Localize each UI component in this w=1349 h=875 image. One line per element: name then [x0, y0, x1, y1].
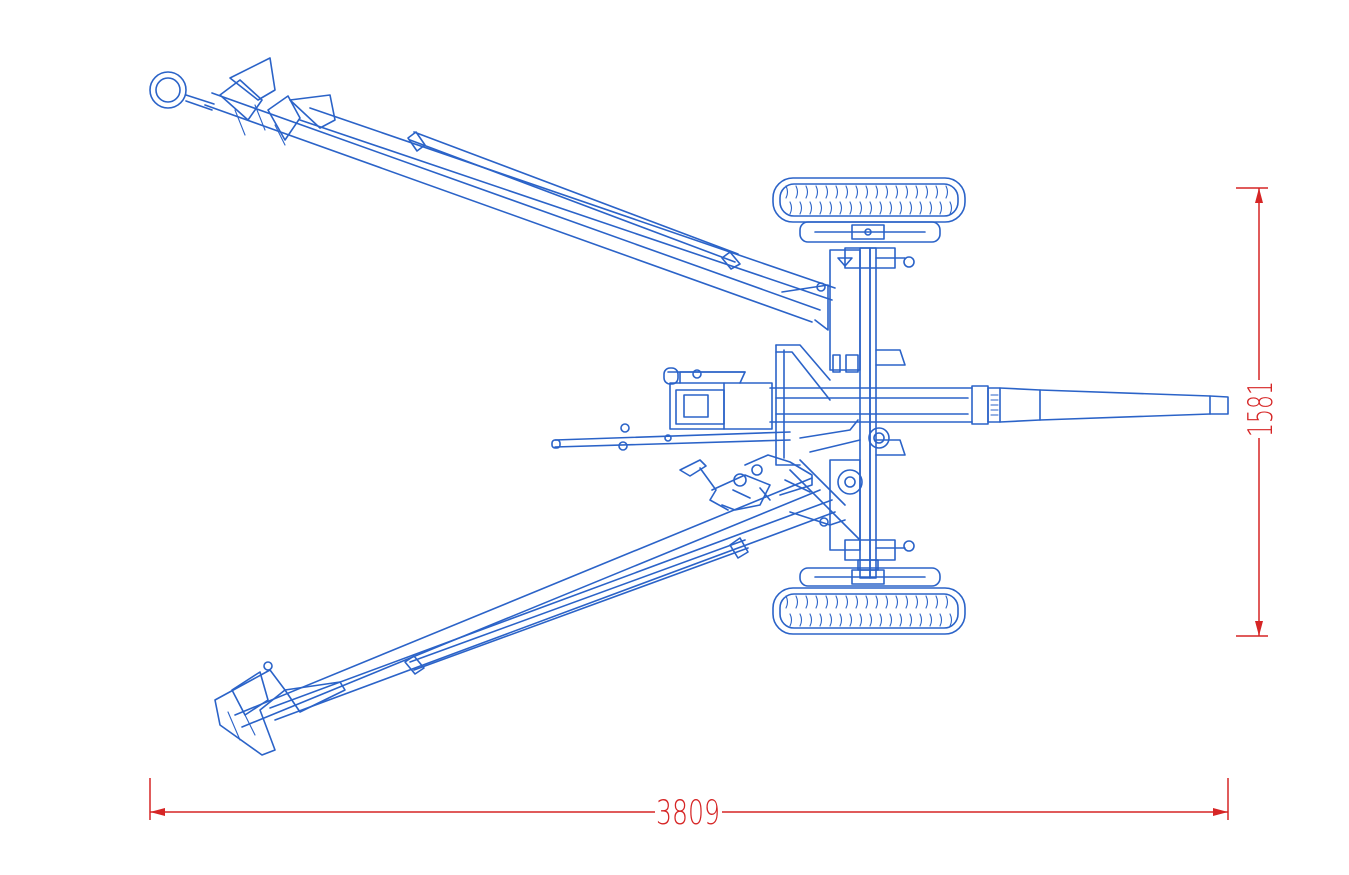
width-dimension-label: 1581: [1241, 381, 1281, 437]
lower-wheel: [772, 559, 966, 635]
barrel: [551, 367, 1229, 451]
upper-wheel: [772, 177, 966, 243]
upper-trail-leg: [149, 57, 836, 331]
lunette-ring: [149, 71, 187, 109]
length-dimension-label: 3809: [656, 793, 720, 833]
sight-mechanism: [679, 454, 813, 511]
carriage: [775, 247, 915, 579]
width-dimension: [1236, 187, 1268, 637]
length-dimension: [149, 778, 1229, 820]
lower-trail-leg: [214, 477, 846, 756]
